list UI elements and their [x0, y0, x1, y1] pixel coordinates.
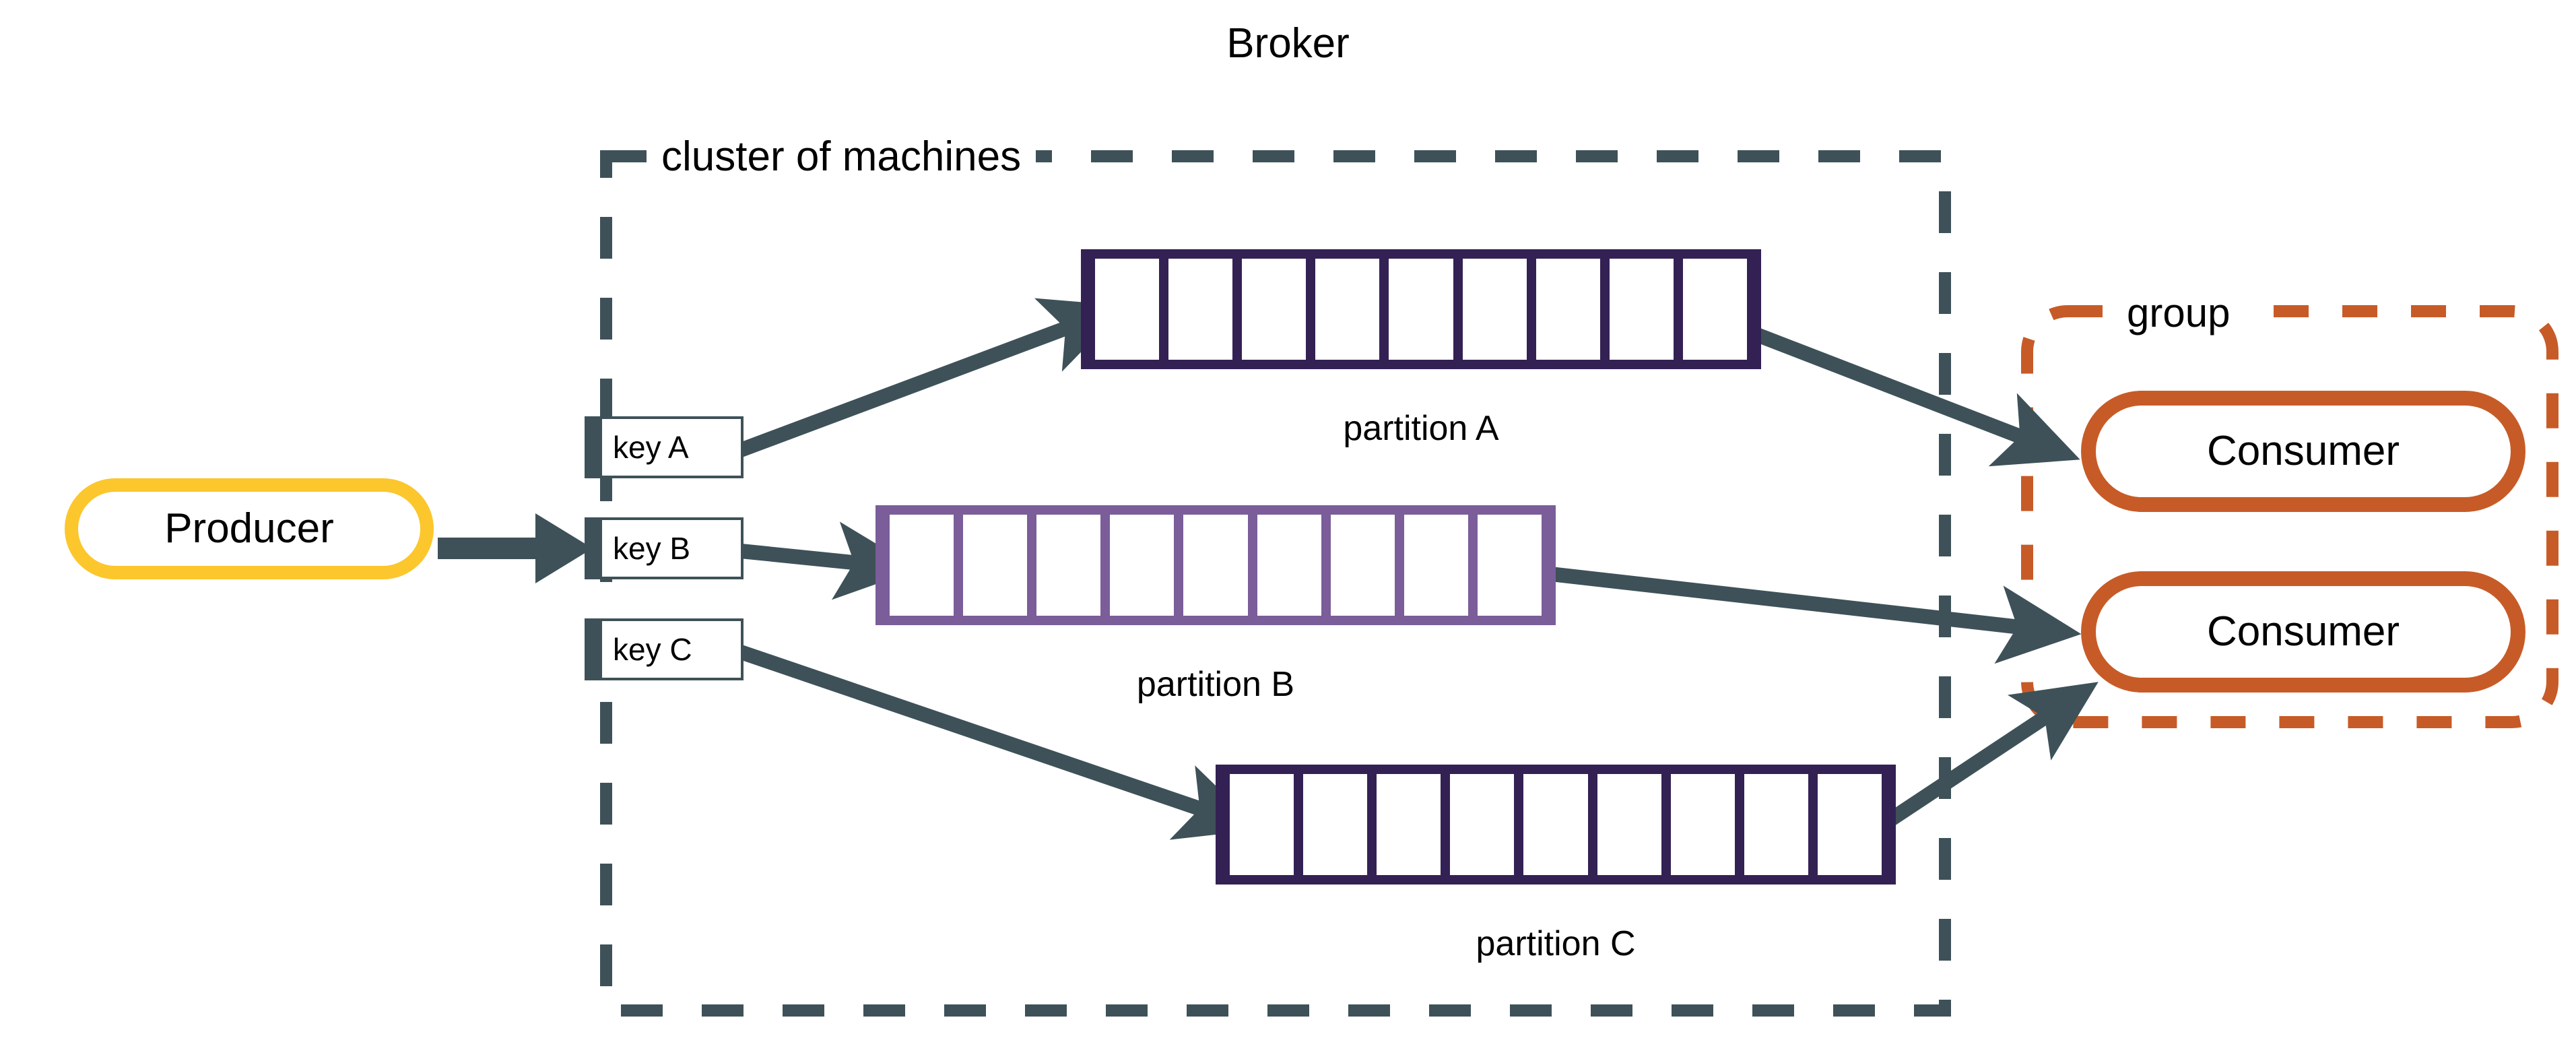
- flow-partitiona-to-consumer1: [1721, 315, 2080, 467]
- key-chip-a[interactable]: key A: [585, 416, 744, 478]
- partition-cell: [1744, 774, 1808, 875]
- flow-keya-to-partitiona: [738, 298, 1126, 457]
- key-chip-a-body: key A: [599, 416, 744, 478]
- flow-keyc-to-partitionc: [738, 645, 1261, 840]
- key-chip-c[interactable]: key C: [585, 618, 744, 680]
- producer-node[interactable]: Producer: [65, 478, 434, 579]
- key-chip-c-body: key C: [599, 618, 744, 680]
- partition-cell: [1682, 259, 1747, 360]
- key-chip-b[interactable]: key B: [585, 517, 744, 579]
- partition-cell: [1095, 259, 1160, 360]
- partition-cell: [1242, 259, 1307, 360]
- consumer-node-1-label: Consumer: [2207, 428, 2400, 474]
- partition-cell: [1330, 515, 1395, 616]
- partition-cell: [1303, 774, 1368, 875]
- producer-label: Producer: [164, 505, 334, 552]
- partition-cell: [1230, 774, 1294, 875]
- partition-cell: [1817, 774, 1882, 875]
- partition-b-bar[interactable]: [876, 505, 1556, 625]
- consumer-node-2[interactable]: Consumer: [2081, 571, 2525, 693]
- page-title: Broker: [1226, 20, 1350, 67]
- partition-cell: [1523, 774, 1588, 875]
- key-chip-b-body: key B: [599, 517, 744, 579]
- key-chip-a-label: key A: [613, 430, 689, 465]
- partition-cell: [890, 515, 954, 616]
- consumer-node-2-label: Consumer: [2207, 608, 2400, 655]
- partition-cell: [1450, 774, 1515, 875]
- partition-a-caption: partition A: [1343, 409, 1499, 448]
- partition-c-bar[interactable]: [1216, 765, 1896, 885]
- partition-b-caption: partition B: [1136, 665, 1295, 704]
- partition-cell: [1257, 515, 1321, 616]
- partition-cell: [1462, 259, 1527, 360]
- partition-cell: [963, 515, 1028, 616]
- partition-a-bar[interactable]: [1081, 249, 1761, 369]
- partition-c-caption: partition C: [1476, 924, 1636, 963]
- partition-cell: [1183, 515, 1248, 616]
- group-boundary-label: group: [2115, 290, 2243, 337]
- partition-cell: [1535, 259, 1600, 360]
- partition-cell: [1377, 774, 1441, 875]
- partition-cell: [1477, 515, 1542, 616]
- partition-cell: [1403, 515, 1468, 616]
- partition-cell: [1670, 774, 1735, 875]
- cluster-boundary: [600, 150, 1951, 1017]
- group-boundary: [2021, 305, 2558, 728]
- key-chip-b-label: key B: [613, 531, 691, 566]
- consumer-node-1[interactable]: Consumer: [2081, 391, 2525, 512]
- flow-partitionb-to-consumer2: [1507, 562, 2082, 664]
- flow-producer-to-keyb: [438, 513, 593, 583]
- partition-cell: [1110, 515, 1175, 616]
- flow-keyb-to-partitionb: [739, 521, 919, 600]
- partition-cell: [1315, 259, 1380, 360]
- key-chip-c-label: key C: [613, 632, 692, 667]
- partition-cell: [1597, 774, 1661, 875]
- partition-cell: [1389, 259, 1453, 360]
- partition-cell: [1609, 259, 1674, 360]
- partition-cell: [1168, 259, 1233, 360]
- flow-partitionc-to-consumer2: [1854, 682, 2099, 847]
- cluster-boundary-label: cluster of machines: [647, 132, 1036, 182]
- partition-cell: [1036, 515, 1101, 616]
